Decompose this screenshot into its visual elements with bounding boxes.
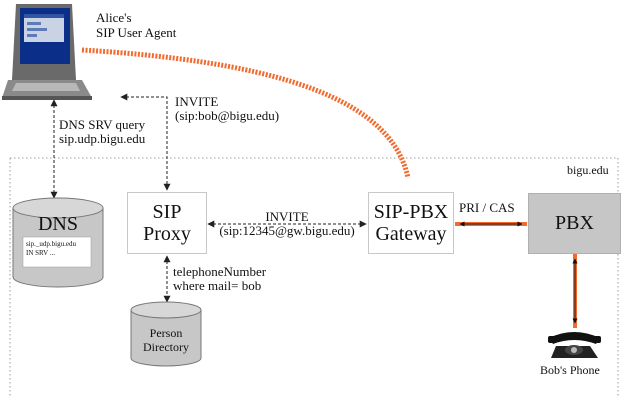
media-path-curve — [81, 47, 411, 179]
invite-top-line-2: (sip:bob@bigu.edu) — [175, 108, 280, 123]
dns-query-label: DNS SRV query sip.udp.bigu.edu — [59, 118, 145, 146]
ldap-query-label: telephoneNumber where mail= bob — [173, 265, 266, 293]
gateway-node: SIP-PBX Gateway — [368, 192, 454, 254]
alice-label-line-1: Alice's — [96, 10, 132, 25]
pbx-node: PBX — [528, 193, 621, 254]
invite-top-label: INVITE (sip:bob@bigu.edu) — [175, 95, 279, 123]
person-directory-line-1: Person — [149, 326, 183, 340]
gateway-line-1: SIP-PBX — [373, 201, 449, 223]
person-directory-cylinder — [130, 301, 202, 367]
dns-record: sip._udp.bigu.edu IN SRV ... — [26, 240, 76, 258]
invite-top-line-1: INVITE — [175, 94, 219, 109]
ldap-line-1: telephoneNumber — [173, 264, 267, 279]
pri-cas-label: PRI / CAS — [459, 200, 515, 215]
gateway-line-2: Gateway — [375, 223, 447, 245]
dns-query-line-1: DNS SRV query — [59, 117, 146, 132]
invite-mid-line-1: INVITE — [265, 209, 309, 224]
telephone-icon — [548, 332, 601, 358]
person-directory-line-2: Directory — [143, 340, 189, 354]
dns-title: DNS — [37, 213, 78, 235]
invite-mid-line-2: (sip:12345@gw.bigu.edu) — [219, 223, 355, 238]
dns-record-line-1: sip._udp.bigu.edu — [26, 240, 76, 248]
invite-mid-label: INVITE (sip:12345@gw.bigu.edu) — [212, 210, 362, 238]
sip-proxy-node: SIP Proxy — [127, 192, 207, 254]
invite-arrow-to-proxy — [120, 93, 171, 191]
dns-query-line-2: sip.udp.bigu.edu — [59, 131, 146, 146]
sip-proxy-line-1: SIP — [152, 201, 182, 223]
bobs-phone-label: Bob's Phone — [540, 363, 600, 377]
alice-label: Alice's SIP User Agent — [96, 10, 176, 40]
sip-proxy-line-2: Proxy — [143, 223, 191, 245]
alice-label-line-2: SIP User Agent — [96, 25, 177, 40]
domain-label: bigu.edu — [567, 163, 609, 177]
dns-record-line-2: IN SRV ... — [26, 249, 56, 257]
person-directory-label: Person Directory — [131, 326, 201, 354]
ldap-line-2: where mail= bob — [173, 278, 262, 293]
domain-boundary — [9, 157, 619, 396]
dns-cylinder — [12, 197, 104, 288]
laptop-icon — [2, 4, 92, 100]
